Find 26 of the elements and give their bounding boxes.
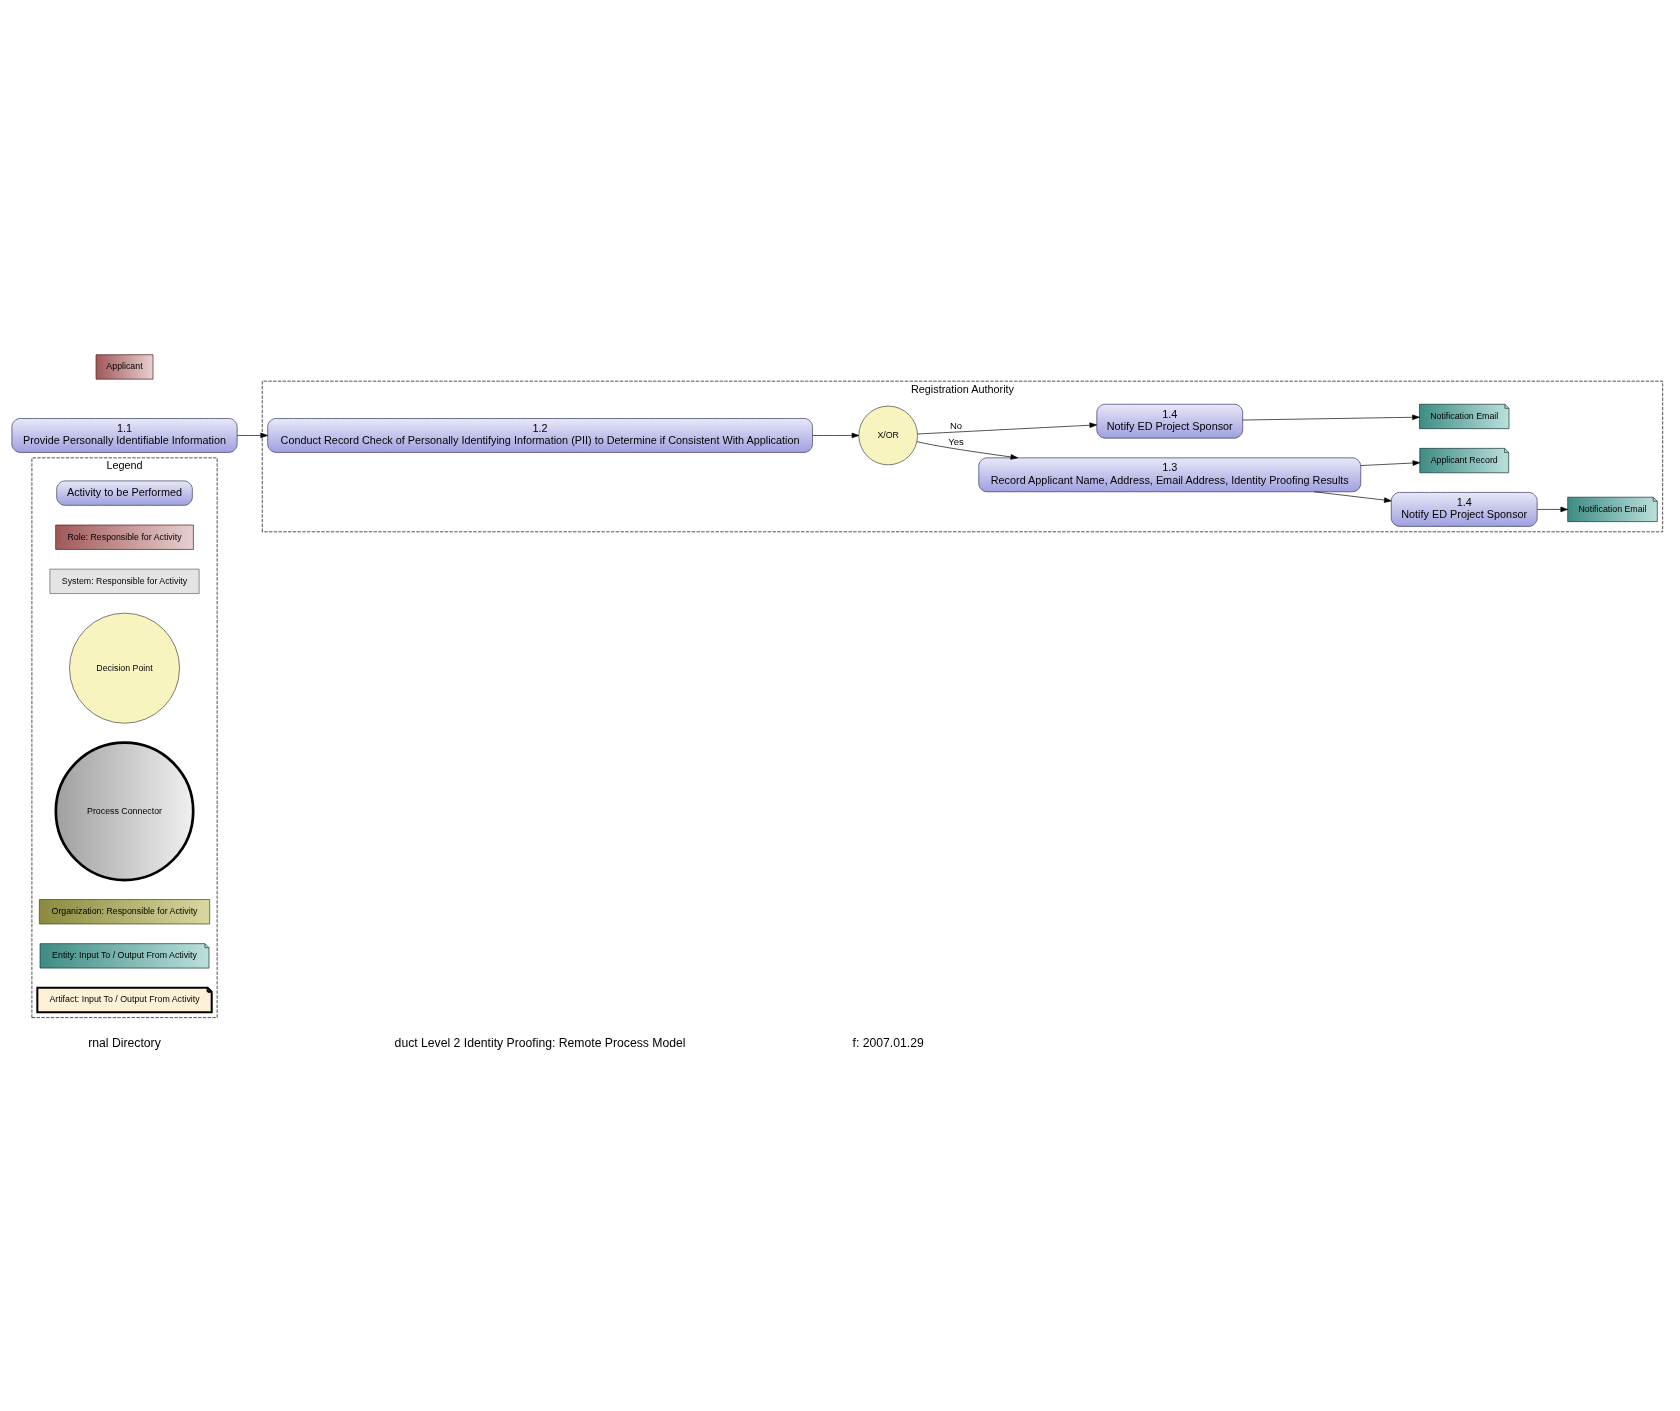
arrow	[1242, 414, 1420, 421]
label: duct Level 2 Identity Proofing: Remote Process Model	[394, 1036, 686, 1051]
arrow	[917, 422, 1097, 435]
node-box: 1.2 Conduct Record Check of Personally Identifying Information (PII) to Determine if Consistent With Application	[267, 418, 813, 453]
node-box: Activity to be Performed	[56, 480, 193, 506]
node-box: 1.4 Notify ED Project Sponsor	[1390, 492, 1538, 527]
edge-label: Yes	[948, 436, 964, 448]
edge-label: No	[949, 420, 963, 432]
node-circle: Decision Point	[69, 612, 180, 724]
node-box: 1.4 Notify ED Project Sponsor	[1096, 403, 1244, 439]
node-box: Role: Responsible for Activity	[55, 524, 194, 550]
arrow	[1536, 506, 1568, 513]
arrow	[916, 441, 1018, 460]
arrow	[236, 432, 268, 439]
node-box: System: Responsible for Activity	[49, 568, 200, 594]
node-box: 1.3 Record Applicant Name, Address, Email Address, Identity Proofing Results	[978, 457, 1362, 493]
arrow	[1313, 491, 1392, 503]
node-circle: Process Connector	[54, 741, 195, 882]
node-box: Applicant	[95, 354, 154, 380]
node-box: 1.1 Provide Personally Identifiable Information	[11, 418, 238, 453]
arrow	[812, 432, 860, 439]
node-box: Organization: Responsible for Activity	[39, 899, 210, 925]
node-circle: X/OR	[858, 405, 918, 466]
label: rnal Directory	[88, 1036, 161, 1051]
arrow	[1360, 460, 1421, 466]
label: f: 2007.01.29	[852, 1036, 924, 1051]
